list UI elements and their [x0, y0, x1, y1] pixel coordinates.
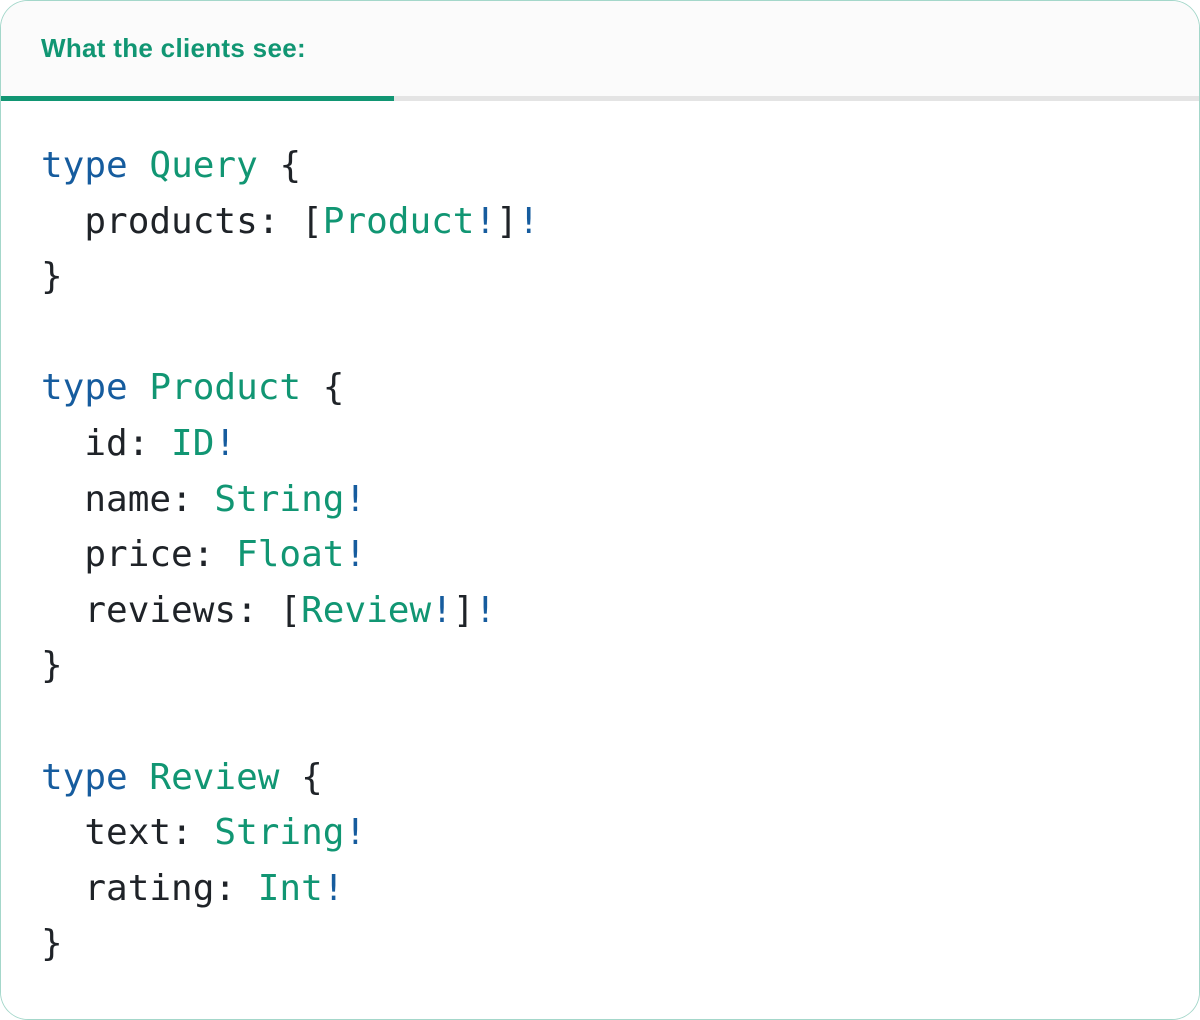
code-line: type Product {	[41, 360, 1159, 416]
code-line: reviews: [Review!]!	[41, 583, 1159, 639]
code-line: products: [Product!]!	[41, 194, 1159, 250]
code-token-plain	[128, 145, 150, 186]
code-token-plain: {	[257, 145, 302, 186]
code-token-plain: ]	[496, 200, 518, 242]
code-token-nonnull: !	[431, 589, 453, 631]
code-token-typename: Review	[149, 756, 280, 798]
code-token-plain: }	[41, 923, 63, 965]
code-token-nonnull: !	[344, 812, 367, 854]
code-token-plain: {	[301, 367, 345, 409]
active-tab-indicator	[1, 96, 394, 101]
code-token-typename: Query	[149, 145, 258, 186]
tab-what-the-clients-see[interactable]: What the clients see:	[1, 1, 394, 96]
code-token-plain: id:	[41, 422, 172, 464]
code-token-typename: Product	[322, 200, 475, 242]
code-token-plain	[128, 367, 150, 408]
code-token-nonnull: !	[214, 422, 237, 464]
code-token-plain: name:	[41, 478, 215, 520]
code-token-plain: }	[41, 256, 63, 298]
code-area: type Query { products: [Product!]!} type…	[1, 101, 1199, 1019]
code-line: text: String!	[41, 805, 1159, 861]
code-token-nonnull: !	[322, 867, 345, 909]
code-token-plain: }	[41, 645, 63, 687]
code-line: type Review {	[41, 750, 1159, 806]
code-card-tabbar: What the clients see:	[1, 1, 1199, 101]
code-token-typename: Int	[257, 867, 323, 909]
code-token-plain: text:	[41, 812, 215, 854]
code-token-plain: reviews: [	[41, 589, 302, 631]
tab-label: What the clients see:	[41, 33, 306, 63]
code-line	[41, 305, 1159, 361]
code-token-nonnull: !	[344, 478, 367, 520]
code-token-typename: Product	[149, 367, 302, 409]
code-token-plain: rating:	[41, 867, 258, 909]
code-token-plain: price:	[41, 534, 237, 576]
code-line: }	[41, 249, 1159, 305]
code-token-plain: ]	[452, 589, 475, 631]
code-line: price: Float!	[41, 527, 1159, 583]
code-token-typename: String	[214, 478, 345, 520]
code-token-nonnull: !	[517, 200, 540, 242]
code-token-nonnull: !	[344, 534, 367, 576]
code-line: type Query {	[41, 138, 1159, 194]
code-token-nonnull: !	[474, 589, 497, 631]
code-token-nonnull: !	[474, 200, 497, 242]
code-token-keyword: type	[41, 756, 128, 798]
code-line	[41, 694, 1159, 750]
code-line: }	[41, 916, 1159, 972]
code-token-plain: {	[279, 756, 323, 798]
code-block: type Query { products: [Product!]!} type…	[41, 138, 1159, 972]
code-token-typename: String	[214, 812, 345, 854]
code-token-keyword: type	[41, 145, 128, 186]
code-line: id: ID!	[41, 416, 1159, 472]
code-line: rating: Int!	[41, 861, 1159, 917]
code-line: name: String!	[41, 472, 1159, 528]
code-token-typename: ID	[171, 422, 215, 464]
code-line: }	[41, 638, 1159, 694]
code-token-keyword: type	[41, 367, 128, 409]
code-token-typename: Review	[301, 589, 432, 631]
code-token-typename: Float	[236, 534, 345, 576]
code-token-plain	[128, 757, 150, 798]
code-token-plain: products: [	[41, 200, 323, 242]
